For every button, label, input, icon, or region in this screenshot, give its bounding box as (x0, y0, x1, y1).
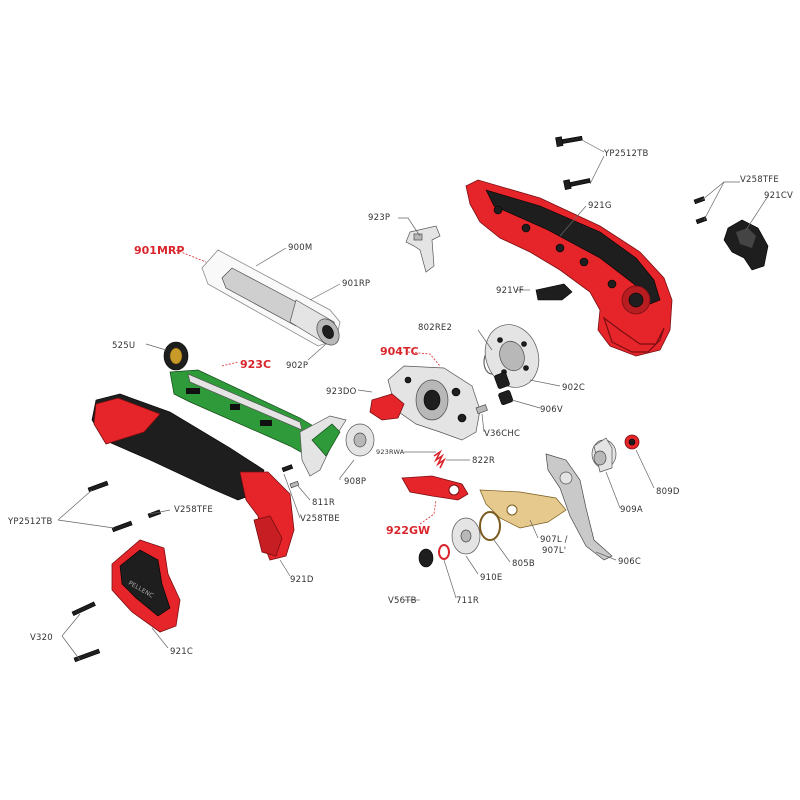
label-923c: 923C (240, 358, 271, 371)
label-906v: 906V (540, 405, 563, 415)
label-v258tfe-top: V258TFE (740, 175, 779, 185)
label-v258tfe-bottom: V258TFE (174, 505, 213, 515)
cover-921c: PELLENC (111, 539, 181, 633)
screw-v320-1 (71, 601, 96, 617)
label-921g: 921G (588, 201, 612, 211)
label-923rwa: 923RWA (376, 448, 405, 456)
motor-900m (201, 249, 341, 347)
nut-809d (624, 434, 640, 450)
screw-yp2512tb-bottom-1 (87, 480, 109, 493)
screw-v320-2 (73, 648, 101, 663)
blade-907l (479, 489, 567, 529)
label-907l: 907L / (540, 535, 568, 545)
cover-921cv (723, 219, 769, 271)
label-902p: 902P (286, 361, 308, 371)
label-yp2512tb-bottom: YP2512TB (7, 517, 53, 527)
label-v258tbe: V258TBE (300, 514, 340, 524)
leader-lines (57, 139, 769, 661)
label-901rp: 901RP (342, 279, 370, 289)
connector-525u (163, 341, 189, 371)
screw-v36chc (475, 404, 488, 415)
label-909a: 909A (620, 505, 643, 515)
label-v56tb: V56TB (388, 596, 417, 606)
housing-904tc (387, 365, 481, 441)
label-805b: 805B (512, 559, 535, 569)
part-923do (369, 393, 405, 421)
disc-902c (484, 324, 540, 388)
label-822r: 822R (472, 456, 495, 466)
label-v36chc: V36CHC (484, 429, 520, 439)
screw-yp2512tb-top-2 (563, 178, 591, 191)
label-711r: 711R (456, 596, 479, 606)
label-809d: 809D (656, 487, 680, 497)
label-v320: V320 (30, 633, 53, 643)
screw-v258tfe-top-2 (695, 216, 708, 225)
sleeve-909a (591, 437, 617, 473)
label-923p: 923P (368, 213, 390, 223)
label-yp2512tb-top: YP2512TB (603, 149, 649, 159)
bolt-v56tb (418, 548, 434, 568)
label-901mrp: 901MRP (134, 244, 184, 257)
screw-yp2512tb-top-1 (555, 135, 583, 147)
spring-822r (433, 449, 447, 469)
part-921vf (535, 283, 573, 301)
handle-921d (91, 393, 295, 561)
blade-906c (545, 453, 613, 561)
disc-910e (451, 517, 481, 555)
ring-711r (438, 544, 450, 560)
label-922gw: 922GW (386, 524, 430, 537)
label-923do: 923DO (326, 387, 357, 397)
washer-805b (479, 511, 501, 541)
trigger-922gw (401, 475, 469, 501)
label-921vf: 921VF (496, 286, 524, 296)
label-811r-mid: 811R (312, 498, 335, 508)
label-910e: 910E (480, 573, 502, 583)
gear-908p (345, 423, 375, 457)
shell-921g (465, 179, 673, 357)
board-923c (169, 369, 347, 477)
label-921cv: 921CV (764, 191, 793, 201)
label-906c: 906C (618, 557, 641, 567)
label-902c: 902C (562, 383, 585, 393)
screw-v258tfe-top-1 (693, 196, 706, 205)
label-904tc: 904TC (380, 345, 419, 358)
label-907l2: 907L' (542, 546, 566, 556)
screw-v258tbe (281, 464, 294, 473)
part-labels: YP2512TB V258TFE 921CV 921G 923P 901MRP … (7, 149, 793, 657)
label-908p: 908P (344, 477, 366, 487)
screw-v258tfe-bottom (147, 509, 162, 519)
label-525u: 525U (112, 341, 135, 351)
screw-811r (289, 480, 300, 489)
label-802re2: 802RE2 (418, 323, 452, 333)
bolts-906v (494, 372, 514, 406)
label-900m: 900M (288, 243, 312, 253)
label-921d: 921D (290, 575, 314, 585)
screw-yp2512tb-bottom-2 (111, 520, 133, 533)
bracket-923p (405, 225, 441, 273)
label-921c: 921C (170, 647, 193, 657)
